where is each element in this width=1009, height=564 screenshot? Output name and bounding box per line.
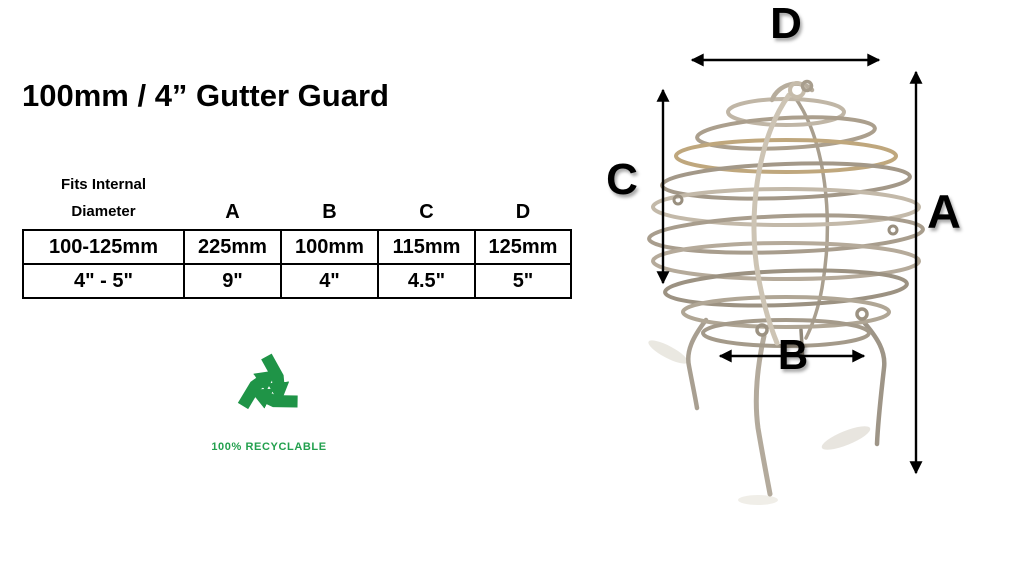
- column-header-d: D: [515, 201, 531, 223]
- cell-d-inch: 5": [474, 263, 572, 299]
- table-row: 4" - 5" 9" 4" 4.5" 5": [22, 263, 572, 299]
- column-header-b: B: [322, 201, 337, 223]
- corner-header-line2: Diameter: [71, 203, 136, 221]
- row-label-inch: 4" - 5": [22, 263, 185, 299]
- spec-table: Fits Internal Diameter A B C D 100-125mm…: [22, 168, 572, 299]
- cell-b-inch: 4": [280, 263, 379, 299]
- spec-header-row: Fits Internal Diameter A B C D: [23, 168, 571, 230]
- dimension-arrows: [656, 53, 923, 475]
- cell-b-mm: 100mm: [280, 229, 379, 265]
- leg-shadows: [648, 340, 871, 505]
- dimension-label-d: D: [770, 0, 802, 48]
- spec-table-container: Fits Internal Diameter A B C D 100-125mm…: [22, 168, 572, 299]
- column-header-c: C: [419, 201, 434, 223]
- corner-header: Fits Internal Diameter: [23, 168, 184, 230]
- gutter-guard-photo: [647, 79, 925, 497]
- column-header-a: A: [225, 201, 240, 223]
- cell-c-inch: 4.5": [377, 263, 476, 299]
- dimension-label-a: A: [927, 185, 961, 238]
- table-row: 100-125mm 225mm 100mm 115mm 125mm: [22, 229, 572, 265]
- cell-a-mm: 225mm: [183, 229, 282, 265]
- row-label-mm: 100-125mm: [22, 229, 185, 265]
- cell-c-mm: 115mm: [377, 229, 476, 265]
- dimension-label-c: C: [606, 155, 638, 204]
- page-title: 100mm / 4” Gutter Guard: [22, 78, 389, 113]
- corner-header-line1: Fits Internal: [60, 175, 146, 193]
- dimension-label-b: B: [777, 331, 809, 378]
- cell-d-mm: 125mm: [474, 229, 572, 265]
- recycling-logo: 100% RECYCLABLE: [204, 336, 334, 453]
- recycle-icon: [237, 353, 298, 410]
- recycle-label: 100% RECYCLABLE: [211, 441, 327, 453]
- cell-a-inch: 9": [183, 263, 282, 299]
